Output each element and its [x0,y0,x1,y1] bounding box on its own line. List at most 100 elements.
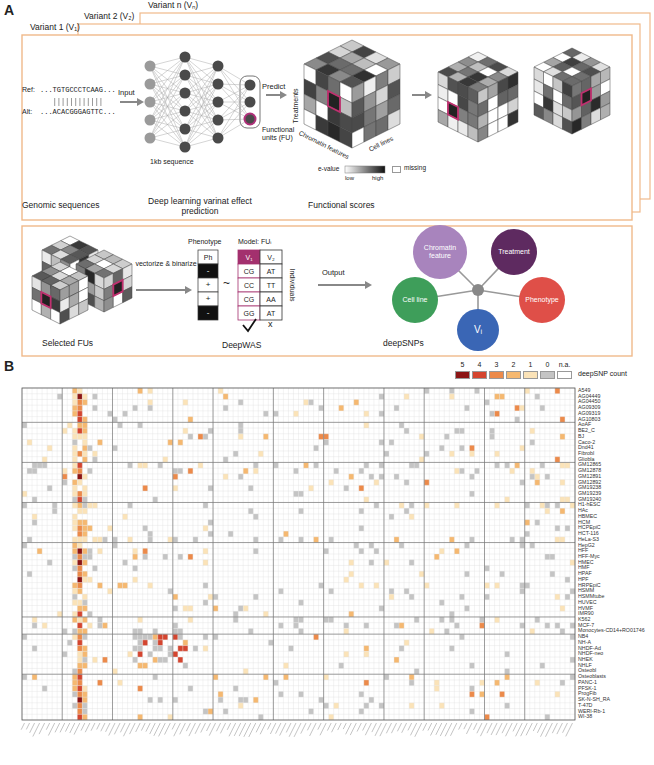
heatmap-cell [299,600,304,606]
heatmap-cell [193,646,198,652]
heatmap-cell [82,502,87,508]
heatmap-cell [77,462,82,468]
group-separator [112,388,113,720]
group-separator [22,462,575,463]
column-tick [207,723,211,731]
heatmap-cell [203,502,208,508]
heatmap-cell [273,680,278,686]
heatmap-cell [82,422,87,428]
match-bar [100,98,101,106]
heatmap-cell [319,697,324,703]
heatmap-cell [82,548,87,554]
heatmap-cell [82,691,87,697]
legend-label: missing [404,164,426,172]
column-tick [338,723,342,730]
heatmap-cell [223,709,228,715]
column-tick [459,723,462,730]
heatmap-cell [82,577,87,583]
cube-cell [95,296,104,312]
column-tick [464,723,467,729]
heatmap-cell [188,468,193,474]
arrow-head [185,286,192,294]
heatmap-cell [158,640,163,646]
genotype-cell [238,306,260,320]
heatmap-cell [77,537,82,543]
heatmap-cell [374,583,379,589]
heatmap-cell [565,525,570,531]
heatmap-cell [87,577,92,583]
heatmap-cell [148,697,153,703]
heatmap-cell [263,611,268,617]
heatmap-cell [168,588,173,594]
legend-label: 2 [502,361,525,369]
table-cell-text: AA [260,292,282,306]
network-node [145,133,156,144]
grid-line [273,388,274,720]
heatmap-cell [359,468,364,474]
network-node [245,114,256,125]
heatmap-cell [469,445,474,451]
group-separator [484,388,485,720]
cube-cell [478,125,488,143]
heatmap-cell [97,548,102,554]
heatmap-cell [72,617,77,623]
network-node [180,124,191,135]
heatmap-cell [399,623,404,629]
arrow-shaft [120,101,137,103]
heatmap-cell [178,468,183,474]
table-cell-text: AT [260,306,282,320]
heatmap-cell [183,399,188,405]
heatmap-cell [233,617,238,623]
heatmap-cell [72,440,77,446]
network-edge [185,57,218,138]
heatmap-cell [364,680,369,686]
grid-line [22,513,575,514]
heatmap-cell [107,525,112,531]
heatmap-cell [409,502,414,508]
column-tick [30,723,35,733]
heatmap-cell [77,623,82,629]
cube-cell [458,120,468,138]
heatmap-cell [555,502,560,508]
heatmap-cell [479,617,484,623]
column-tick [365,723,371,735]
heatmap-cell [77,428,82,434]
heatmap-cell [77,577,82,583]
match-bar [54,98,55,106]
heatmap-cell [540,663,545,669]
column-tick [189,723,196,736]
network-edge [150,102,185,147]
heatmap-cell [429,628,434,634]
column-tick [85,723,90,732]
heatmap-cell [128,502,133,508]
heatmap-cell [344,623,349,629]
heatmap-cell [525,502,530,508]
heatmap-cell [495,462,500,468]
column-tick [216,723,220,731]
heatmap-cell [97,617,102,623]
circle-label: Phenotype [525,296,558,304]
heatmap-cell [535,680,540,686]
grid-line [22,428,575,429]
arrow [136,286,192,294]
heatmap-cell [560,606,565,612]
heatmap-cell [173,623,178,629]
panel-letter: B [4,358,14,375]
column-tick [513,723,517,731]
arrow-shaft [412,94,425,96]
circle-label: Cell line [403,296,428,304]
genotype-cell [260,278,282,292]
heatmap-cell [77,628,82,634]
heatmap-cell [107,411,112,417]
heatmap-cell [399,646,404,652]
heatmap-cell [97,440,102,446]
heatmap-cell [570,623,575,629]
heatmap-cell [153,497,158,503]
heatmap-cell [570,502,575,508]
heatmap-cell [118,422,123,428]
heatmap-cell [77,646,82,652]
annotation-label: Deep learning varinat effect prediction [140,196,260,216]
heatmap-cell [77,399,82,405]
heatmap-cell [32,462,37,468]
heatmap-cell [77,709,82,715]
